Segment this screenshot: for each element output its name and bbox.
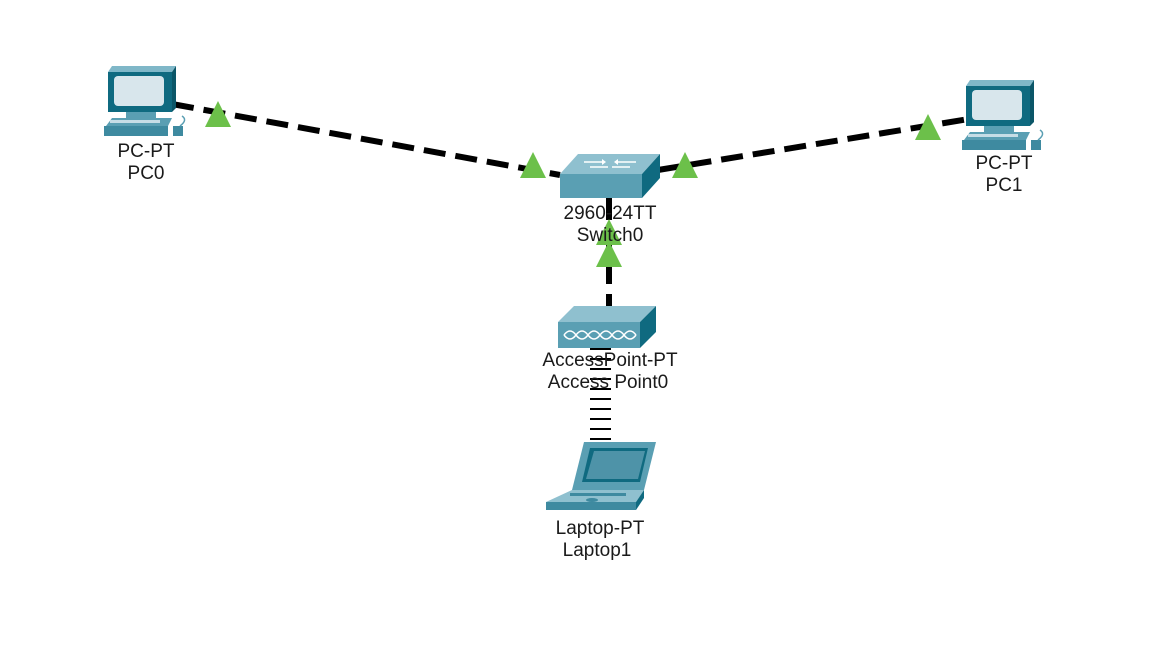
ap0-name-label: Access Point0 [548,372,668,393]
switch0-name-label: Switch0 [577,225,644,246]
pc1-model-label: PC-PT [976,153,1033,174]
link-status-up-icon [520,152,546,178]
pc0-model-label: PC-PT [118,141,175,162]
pc1-name-label: PC1 [986,175,1023,196]
desktop-pc-icon[interactable] [962,80,1044,150]
link-pc0-switch0[interactable] [171,101,561,178]
link-status-up-icon [915,114,941,140]
link-status-up-icon [672,152,698,178]
laptop1-model-label: Laptop-PT [556,518,645,539]
laptop-icon[interactable] [546,442,656,510]
access-point-icon[interactable] [558,306,656,348]
ap0-model-label: AccessPoint-PT [542,350,678,371]
pc0-name-label: PC0 [128,163,165,184]
switch-icon[interactable] [560,154,660,198]
laptop1-name-label: Laptop1 [563,540,632,561]
switch0-model-label: 2960-24TT [564,203,657,224]
desktop-pc-icon[interactable] [104,66,186,136]
link-status-up-icon [205,101,231,127]
wireless-link-ap0-laptop1[interactable] [590,348,611,440]
link-status-up-icon [596,241,622,267]
link-status-up-icon [596,219,622,245]
link-status-indicators [205,101,941,267]
device-labels: PC-PT PC0 PC-PT PC1 2960-24TT Switch0 Ac… [118,141,1033,561]
